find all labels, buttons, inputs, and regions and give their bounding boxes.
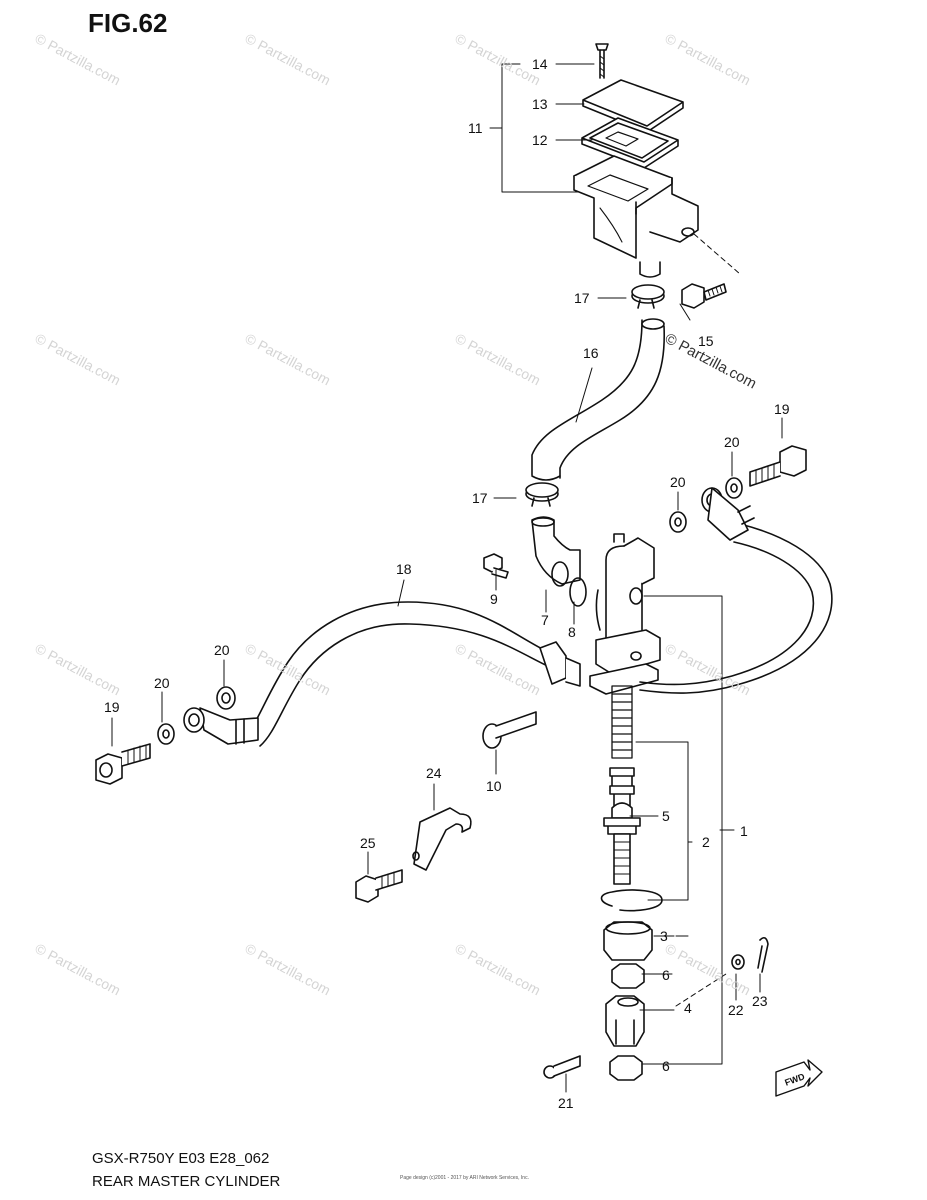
callout-19-right: 19 — [774, 401, 790, 417]
callout-10: 10 — [486, 778, 502, 794]
washer-20-d — [157, 723, 175, 745]
callout-18: 18 — [396, 561, 412, 577]
diagram-name: REAR MASTER CYLINDER — [92, 1173, 281, 1190]
washer-20-b — [669, 511, 687, 533]
callout-17-lower: 17 — [472, 490, 488, 506]
banjo-bolt-19-right — [749, 445, 807, 487]
bracket-24 — [413, 807, 472, 871]
hose-clamp-17-upper — [631, 284, 665, 309]
callout-16: 16 — [583, 345, 599, 361]
master-cylinder-body — [589, 533, 661, 695]
dust-boot-3 — [603, 921, 653, 961]
callout-2: 2 — [702, 834, 710, 850]
callout-7: 7 — [541, 612, 549, 628]
fwd-arrow-icon — [775, 1059, 823, 1097]
callout-3: 3 — [660, 928, 668, 944]
o-ring-8 — [569, 577, 587, 607]
lock-nut-6-lower — [609, 1055, 643, 1081]
callout-17-upper: 17 — [574, 290, 590, 306]
hose-union-7 — [531, 516, 581, 587]
callout-15: 15 — [698, 333, 714, 349]
callout-14: 14 — [532, 56, 548, 72]
banjo-fitting-left — [183, 707, 259, 745]
washer-20-c — [216, 686, 236, 710]
lock-nut-6-upper — [611, 963, 645, 989]
bolt-15 — [681, 283, 727, 309]
callout-22: 22 — [728, 1002, 744, 1018]
callout-6-lower: 6 — [662, 1058, 670, 1074]
callout-25: 25 — [360, 835, 376, 851]
circlip — [600, 889, 663, 912]
callout-23: 23 — [752, 993, 768, 1009]
cotter-pin-23 — [757, 936, 769, 973]
callout-20-right-upper: 20 — [724, 434, 740, 450]
bolt-10 — [482, 711, 537, 749]
washer-20-a — [725, 477, 743, 499]
callout-9: 9 — [490, 591, 498, 607]
callout-1: 1 — [740, 823, 748, 839]
callout-13: 13 — [532, 96, 548, 112]
callout-21: 21 — [558, 1095, 574, 1111]
callout-20-left-upper: 20 — [214, 642, 230, 658]
callout-20-left-lower: 20 — [154, 675, 170, 691]
figure-title: FIG.62 — [88, 8, 168, 38]
callout-6-upper: 6 — [662, 967, 670, 983]
push-rod-5 — [603, 802, 641, 885]
callout-19-left: 19 — [104, 699, 120, 715]
brake-hose-right — [639, 523, 833, 694]
hose-clamp-17-lower — [525, 482, 559, 507]
callout-12: 12 — [532, 132, 548, 148]
callout-4: 4 — [684, 1000, 692, 1016]
callout-24: 24 — [426, 765, 442, 781]
model-code: GSX-R750Y E03 E28_062 — [92, 1150, 270, 1167]
callout-5: 5 — [662, 808, 670, 824]
washer-22 — [731, 954, 745, 970]
piston-assembly-2 — [609, 767, 635, 807]
reservoir-body-11 — [573, 155, 699, 278]
reservoir-hose-16 — [531, 319, 666, 479]
screw-14 — [595, 43, 609, 79]
return-spring — [611, 685, 633, 759]
callout-8: 8 — [568, 624, 576, 640]
fine-print: Page design (c)2001 - 2017 by ARI Networ… — [400, 1175, 529, 1181]
banjo-bolt-19-left — [95, 743, 151, 785]
bolt-25 — [355, 869, 403, 903]
clevis-pin-21 — [543, 1055, 581, 1079]
clevis-4 — [605, 995, 645, 1047]
callout-20-right-lower: 20 — [670, 474, 686, 490]
brake-hose-18 — [247, 601, 557, 747]
callout-11: 11 — [468, 120, 483, 136]
banjo-fitting-right — [701, 487, 755, 541]
